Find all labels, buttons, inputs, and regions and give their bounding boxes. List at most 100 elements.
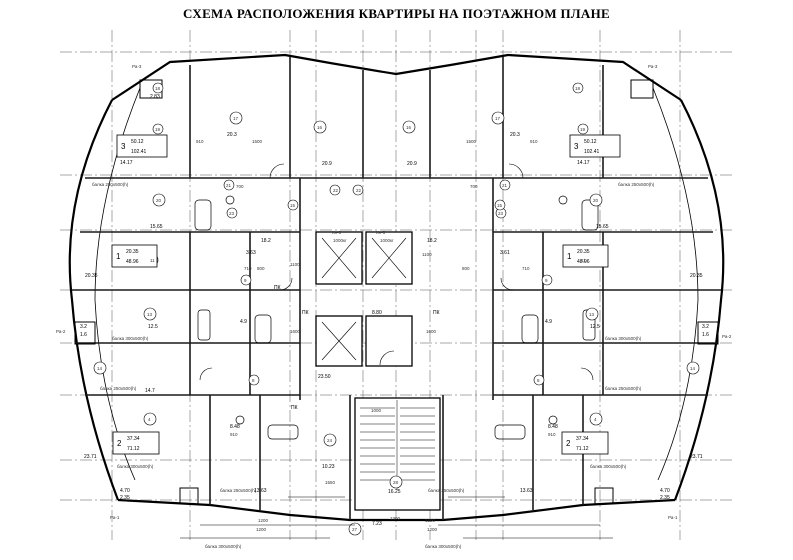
svg-text:Ра-3: Ра-3 (648, 64, 658, 69)
svg-text:2.35: 2.35 (120, 495, 130, 501)
svg-text:18: 18 (155, 86, 161, 91)
apt-rooms-3-left: 3 (121, 142, 126, 151)
svg-text:20.35: 20.35 (577, 249, 590, 255)
svg-text:1200: 1200 (256, 527, 267, 532)
svg-text:1200: 1200 (258, 518, 269, 523)
svg-text:4.9: 4.9 (545, 319, 552, 325)
svg-text:1500: 1500 (466, 139, 477, 144)
building-core (315, 231, 441, 511)
svg-text:8.48: 8.48 (230, 424, 240, 430)
svg-text:18.2: 18.2 (427, 238, 437, 244)
svg-text:3.2: 3.2 (80, 324, 87, 330)
svg-text:16: 16 (317, 125, 323, 130)
svg-text:1500: 1500 (252, 139, 263, 144)
svg-text:3.61: 3.61 (500, 250, 510, 256)
svg-text:17: 17 (233, 116, 239, 121)
svg-text:17: 17 (495, 116, 501, 121)
svg-text:балка 250х500(h): балка 250х500(h) (92, 182, 129, 187)
apt-rooms-2-right: 2 (566, 439, 571, 448)
svg-text:балка 300х500(h): балка 300х500(h) (605, 336, 642, 341)
plan-labels: 3 50.12 102.41 3 50.12 102.41 1 20.35 48… (56, 64, 732, 549)
svg-text:7.23: 7.23 (372, 521, 382, 527)
svg-text:37.34: 37.34 (127, 436, 140, 442)
svg-text:13: 13 (589, 312, 595, 317)
svg-text:балка 300х500(h): балка 300х500(h) (590, 464, 627, 469)
svg-text:22: 22 (333, 188, 339, 193)
svg-text:1100: 1100 (290, 262, 300, 267)
apt-rooms-1-right: 1 (567, 252, 572, 261)
svg-text:19: 19 (580, 127, 586, 132)
svg-text:1000: 1000 (371, 408, 382, 413)
svg-text:710: 710 (522, 266, 530, 271)
svg-text:Кн-8: Кн-8 (332, 230, 342, 235)
svg-text:1.6: 1.6 (702, 332, 709, 338)
elevator-cross-marks (321, 237, 407, 361)
svg-text:Ра-2: Ра-2 (722, 334, 732, 339)
svg-text:22: 22 (356, 188, 362, 193)
svg-text:11: 11 (150, 258, 155, 263)
svg-text:1200: 1200 (427, 527, 438, 532)
svg-text:18.2: 18.2 (261, 238, 271, 244)
apartment-info-boxes (111, 134, 621, 455)
svg-text:13: 13 (147, 312, 153, 317)
svg-text:23: 23 (229, 211, 235, 216)
svg-text:14.17: 14.17 (577, 160, 590, 166)
apt-rooms-2-left: 2 (117, 439, 122, 448)
svg-text:20.3: 20.3 (510, 132, 520, 138)
svg-text:102.41: 102.41 (131, 149, 147, 155)
svg-text:700: 700 (236, 184, 244, 189)
apt-rooms-3-right: 3 (574, 142, 579, 151)
svg-text:8.48: 8.48 (548, 424, 558, 430)
svg-text:48.96: 48.96 (577, 259, 590, 265)
svg-text:24: 24 (327, 438, 333, 443)
svg-text:11: 11 (581, 258, 586, 263)
svg-text:ПК: ПК (291, 405, 298, 411)
svg-text:ПК: ПК (274, 285, 281, 291)
svg-text:800: 800 (257, 266, 265, 271)
svg-text:14.17: 14.17 (120, 160, 133, 166)
apt-rooms-1-left: 1 (116, 252, 121, 261)
svg-text:910: 910 (530, 139, 538, 144)
svg-text:1200: 1200 (425, 518, 436, 523)
svg-text:23.71: 23.71 (690, 454, 703, 460)
svg-text:4.70: 4.70 (120, 488, 130, 494)
svg-text:Ра-2: Ра-2 (56, 329, 66, 334)
svg-text:балка 300х500(h): балка 300х500(h) (117, 464, 154, 469)
svg-text:8: 8 (252, 378, 255, 383)
svg-text:2.35: 2.35 (660, 495, 670, 501)
svg-text:50.12: 50.12 (584, 139, 597, 145)
svg-text:16.25: 16.25 (388, 489, 401, 495)
door-swings (199, 163, 594, 381)
svg-text:4: 4 (148, 417, 151, 422)
svg-text:14: 14 (690, 366, 696, 371)
svg-text:800: 800 (462, 266, 470, 271)
svg-text:балка 250х500(h): балка 250х500(h) (220, 488, 257, 493)
svg-text:16: 16 (406, 125, 412, 130)
page-title: СХЕМА РАСПОЛОЖЕНИЯ КВАРТИРЫ НА ПОЭТАЖНОМ… (183, 6, 610, 21)
svg-text:14: 14 (97, 366, 103, 371)
stairwell (354, 397, 441, 511)
svg-text:Ра-1: Ра-1 (668, 515, 678, 520)
svg-text:15.65: 15.65 (150, 224, 163, 230)
svg-text:20.35: 20.35 (85, 273, 98, 279)
svg-text:710: 710 (244, 266, 252, 271)
svg-text:ПК: ПК (433, 310, 440, 316)
svg-text:21: 21 (502, 183, 508, 188)
svg-text:1600: 1600 (426, 329, 437, 334)
svg-text:910: 910 (548, 432, 556, 437)
room-number-circles (93, 82, 700, 536)
svg-text:15: 15 (497, 203, 503, 208)
svg-text:балка 300х500(h): балка 300х500(h) (205, 544, 242, 549)
svg-text:балка 250х500(h): балка 250х500(h) (428, 488, 465, 493)
svg-text:1550: 1550 (325, 480, 336, 485)
svg-text:4.9: 4.9 (240, 319, 247, 325)
svg-text:9: 9 (244, 278, 247, 283)
svg-text:балка 300х500(h): балка 300х500(h) (425, 544, 462, 549)
svg-text:20.35: 20.35 (126, 249, 139, 255)
svg-text:1.6: 1.6 (80, 332, 87, 338)
svg-text:14.7: 14.7 (145, 388, 155, 394)
svg-text:9: 9 (545, 278, 548, 283)
svg-text:20.9: 20.9 (322, 161, 332, 167)
svg-text:910: 910 (196, 139, 204, 144)
